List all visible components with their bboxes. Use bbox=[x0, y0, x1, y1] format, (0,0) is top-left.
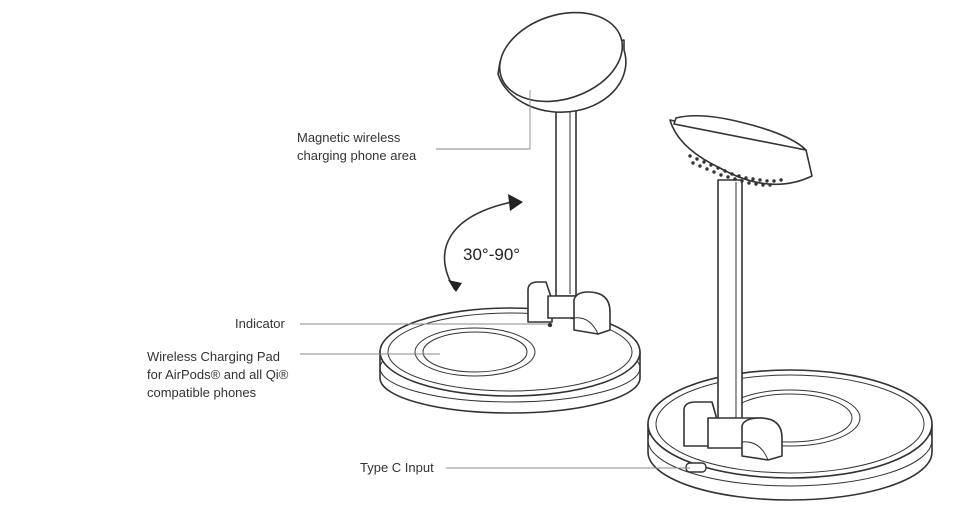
rotation-arrowhead-bottom bbox=[448, 280, 462, 292]
rotation-arrow bbox=[443, 201, 513, 291]
left-head-face bbox=[498, 11, 624, 103]
right-base-inner-rim bbox=[655, 374, 925, 474]
label-magnetic-2: charging phone area bbox=[297, 148, 417, 163]
right-head-vents bbox=[688, 154, 783, 187]
label-pad-2: for AirPods® and all Qi® bbox=[147, 367, 289, 382]
label-pad-1: Wireless Charging Pad bbox=[147, 349, 280, 364]
right-pole bbox=[717, 179, 743, 423]
left-pad-ring-outer bbox=[414, 327, 536, 377]
indicator-dot bbox=[547, 322, 553, 328]
left-hinge-right bbox=[573, 291, 611, 335]
right-hinge-curve bbox=[741, 441, 769, 461]
label-indicator: Indicator bbox=[235, 316, 286, 331]
label-typec: Type C Input bbox=[360, 460, 434, 475]
left-hinge-curve bbox=[573, 317, 599, 335]
left-stand bbox=[379, 11, 641, 414]
rotation-arrowhead-top bbox=[508, 194, 523, 211]
left-base-inner-rim bbox=[387, 312, 633, 392]
label-pad-3: compatible phones bbox=[147, 385, 257, 400]
left-pole bbox=[555, 95, 577, 297]
right-head-top bbox=[673, 114, 807, 151]
type-c-port bbox=[685, 462, 707, 473]
label-angle: 30°-90° bbox=[463, 245, 520, 264]
label-magnetic-1: Magnetic wireless bbox=[297, 130, 401, 145]
right-stand bbox=[647, 114, 933, 501]
left-pad-ring-inner bbox=[422, 331, 528, 373]
right-hinge-right bbox=[741, 417, 783, 461]
